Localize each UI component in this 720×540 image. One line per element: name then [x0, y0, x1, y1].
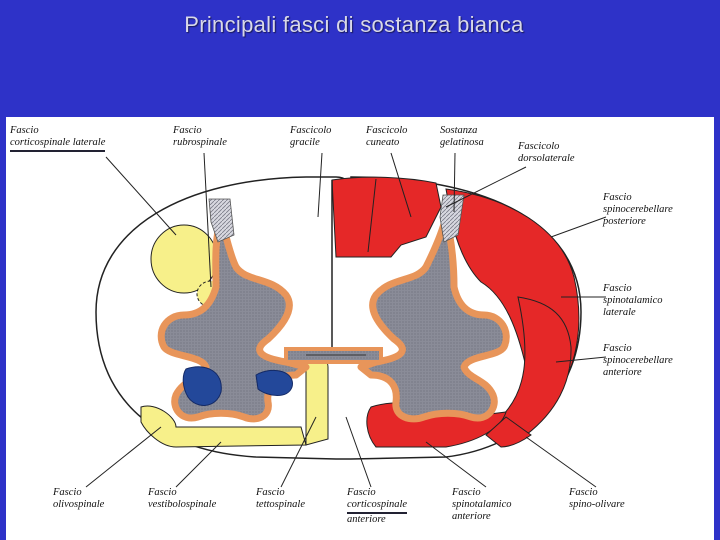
- slide-title: Principali fasci di sostanza bianca: [0, 12, 708, 38]
- motor-nucleus-right-of-left-horn: [256, 370, 292, 395]
- spinal-cord-cross-section: [6, 117, 714, 540]
- tectospinal-tract: [306, 358, 328, 445]
